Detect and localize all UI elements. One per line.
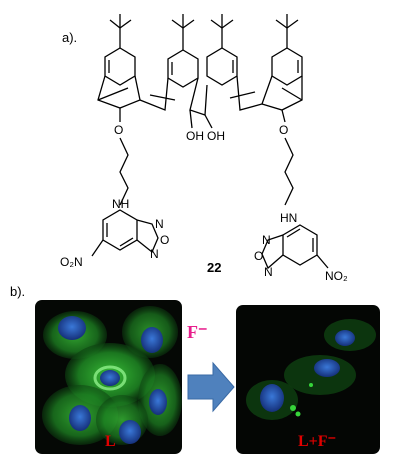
aryl-ring-2 [167, 49, 199, 88]
ether-o-right: O [279, 123, 288, 137]
calixarene-structure [91, 14, 329, 270]
micrograph-after: L+F⁻ [236, 305, 380, 454]
nbd-benzo-left [102, 209, 138, 251]
ring-n-right-2: N [264, 265, 273, 279]
atom-labels: O O OH OH NH HN N O N N O N O₂N NO₂ [60, 123, 348, 283]
compound-number: 22 [207, 260, 221, 275]
hydroxyl-1: OH [186, 129, 204, 143]
nitro-right: NO₂ [325, 269, 348, 283]
label-after: L+F⁻ [298, 433, 336, 450]
label-before: L [105, 433, 116, 450]
tert-butyl-1 [109, 14, 132, 48]
ring-n-left-2: N [150, 247, 159, 261]
nitro-left: O₂N [60, 255, 83, 269]
tert-butyl-2 [171, 14, 195, 50]
ring-n-left-1: N [155, 217, 164, 231]
micrograph-before: L [35, 300, 182, 454]
hydroxyl-2: OH [207, 129, 225, 143]
panel-b-label: b). [10, 284, 25, 299]
aryl-ring-1 [104, 47, 136, 86]
amine-left: NH [112, 197, 129, 211]
addition-arrow: F⁻ [187, 322, 235, 413]
nbd-benzo-right [282, 224, 318, 266]
anion-label: F⁻ [187, 322, 208, 342]
tert-butyl-3 [210, 14, 234, 48]
ring-o-left: O [160, 233, 169, 247]
amine-right: HN [280, 211, 297, 225]
tert-butyl-4 [275, 14, 299, 48]
panel-a-label: a). [62, 30, 77, 45]
aryl-ring-3 [206, 47, 238, 86]
ring-o-right: O [254, 249, 263, 263]
aryl-ring-4 [271, 47, 303, 86]
ring-n-right-1: N [262, 233, 271, 247]
ether-o-left: O [114, 123, 123, 137]
